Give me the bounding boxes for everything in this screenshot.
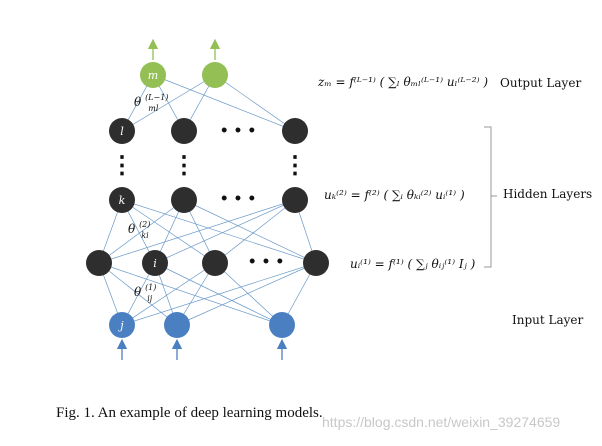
- edge-input-to-hidden: [98, 262, 283, 326]
- edge-hidden-to-hidden: [121, 199, 317, 264]
- edge-hidden-to-hidden: [154, 199, 296, 264]
- edge-hidden-to-hidden: [121, 199, 216, 264]
- node-htop-1: [109, 118, 135, 144]
- node-output-2: [202, 62, 228, 88]
- edge-hidden-to-hidden: [98, 199, 296, 264]
- node-label-hbot: i: [153, 257, 157, 270]
- node-hbot-2: [142, 250, 168, 276]
- watermark: https://blog.csdn.net/weixin_39274659: [322, 414, 561, 430]
- node-hmid-2: [171, 187, 197, 213]
- weight-label-input-sup: (1): [145, 283, 156, 292]
- hidden-layers-bracket: [484, 126, 497, 268]
- node-input-2: [164, 312, 190, 338]
- edge-input-to-hidden: [98, 262, 178, 326]
- figure-caption: Fig. 1. An example of deep learning mode…: [56, 405, 323, 421]
- edge-hidden-to-output: [152, 74, 296, 132]
- equation-output: zₘ = f⁽ᴸ⁻¹⁾ ( ∑ₗ θₘₗ⁽ᴸ⁻¹⁾ uₗ⁽ᴸ⁻²⁾ ): [317, 75, 488, 89]
- edge-hidden-to-hidden: [214, 199, 296, 264]
- weight-label-input-base: θ: [134, 285, 142, 299]
- equation-hidden: uₖ⁽²⁾ = f⁽²⁾ ( ∑ᵢ θₖᵢ⁽²⁾ uᵢ⁽¹⁾ ): [324, 188, 465, 202]
- weight-label-output: θ (L−1) ml: [134, 89, 172, 113]
- node-hbot-3: [202, 250, 228, 276]
- vertical-ellipsis-2: ⋮: [172, 150, 196, 179]
- ellipsis-hidden-bottom: • • •: [248, 254, 285, 270]
- node-label-hmid: k: [119, 194, 126, 207]
- vertical-ellipsis-1: ⋮: [110, 150, 134, 179]
- layer-label-hidden: Hidden Layers: [503, 187, 592, 201]
- node-label-input: j: [117, 319, 124, 332]
- weight-label-hidden-sup: (2): [139, 220, 150, 229]
- node-htop-2: [171, 118, 197, 144]
- ellipsis-hidden-mid: • • •: [220, 191, 257, 207]
- equation-input: uᵢ⁽¹⁾ = f⁽¹⁾ ( ∑ⱼ θᵢⱼ⁽¹⁾ Iⱼ ): [350, 257, 476, 271]
- edge-input-to-hidden: [176, 262, 317, 326]
- edge-hidden-to-output: [214, 74, 296, 132]
- edge-hidden-to-hidden: [183, 199, 317, 264]
- weight-label-output-sup: (L−1): [145, 93, 168, 102]
- node-input-3: [269, 312, 295, 338]
- io-arrows: [116, 38, 288, 360]
- weight-label-input: θ (1) ij: [134, 279, 160, 303]
- node-input-1: [109, 312, 135, 338]
- edge-hidden-to-hidden: [98, 199, 185, 264]
- weight-label-input-sub: ij: [147, 294, 153, 303]
- layer-label-input: Input Layer: [512, 313, 584, 327]
- edge-input-to-hidden: [214, 262, 283, 326]
- layer-label-output: Output Layer: [500, 76, 581, 90]
- weight-label-hidden-sub: ki: [141, 231, 149, 240]
- weight-label-hidden: θ (2) ki: [128, 216, 154, 240]
- node-output-1: [140, 62, 166, 88]
- edge-input-to-hidden: [154, 262, 283, 326]
- node-hmid-1: [109, 187, 135, 213]
- weight-label-hidden-base: θ: [128, 222, 136, 236]
- node-label-htop: l: [120, 125, 124, 138]
- node-hbot-1: [86, 250, 112, 276]
- node-hmid-3: [282, 187, 308, 213]
- edge-input-to-hidden: [121, 262, 216, 326]
- weight-label-output-sub: ml: [148, 104, 159, 113]
- node-htop-3: [282, 118, 308, 144]
- node-label-output: m: [148, 69, 158, 82]
- weight-label-output-base: θ: [134, 95, 142, 109]
- ellipsis-hidden-top: • • •: [220, 123, 257, 139]
- vertical-ellipsis-3: ⋮: [283, 150, 307, 179]
- node-hbot-4: [303, 250, 329, 276]
